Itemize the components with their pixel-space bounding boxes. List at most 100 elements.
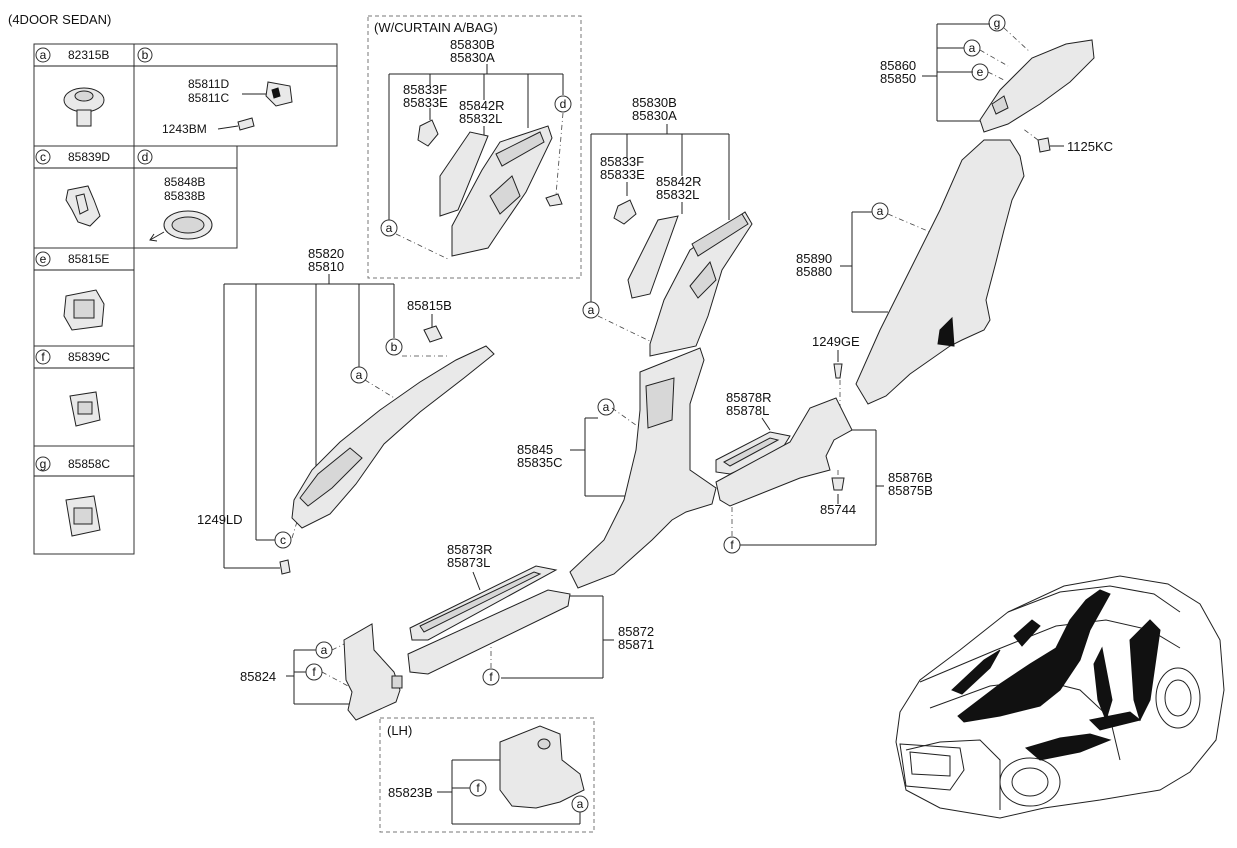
svg-text:f: f xyxy=(41,350,45,364)
curtain-airbag-box xyxy=(367,15,582,279)
svg-text:a: a xyxy=(356,368,363,382)
kick-callouts: a f xyxy=(305,641,333,681)
legend-part-85811C: 85811C xyxy=(188,91,229,105)
label-85845: 85845 xyxy=(517,442,553,457)
label-85890: 85890 xyxy=(796,251,832,266)
svg-text:b: b xyxy=(391,340,398,354)
label-1249GE: 1249GE xyxy=(812,334,860,349)
c-pillar-upper-callouts: g a e xyxy=(963,14,1006,81)
label-85873L: 85873L xyxy=(447,555,490,570)
a-pillar-part xyxy=(279,325,495,575)
sill-parts xyxy=(407,565,571,675)
sill-leaders xyxy=(472,571,614,679)
label-85842R-b: 85842R xyxy=(656,174,702,189)
label-85815B: 85815B xyxy=(407,298,452,313)
label-85830A-b: 85830A xyxy=(632,108,677,123)
b-pillar-leaders xyxy=(590,124,730,347)
label-85832L-a: 85832L xyxy=(459,111,502,126)
label-85842R-a: 85842R xyxy=(459,98,505,113)
legend-row-c: c 85839D xyxy=(35,149,110,165)
clip-b-illustration xyxy=(217,81,293,131)
legend-part-85838B: 85838B xyxy=(164,189,205,203)
rear-step-parts xyxy=(715,397,853,507)
svg-text:a: a xyxy=(877,204,884,218)
svg-text:f: f xyxy=(476,781,480,795)
clip-g-illustration xyxy=(65,495,101,537)
label-85833E-a: 85833E xyxy=(403,95,448,110)
curtain-airbag-title: (W/CURTAIN A/BAG) xyxy=(374,20,498,35)
b-pillar-parts xyxy=(613,199,753,357)
bolt-1125KC xyxy=(1021,127,1064,153)
legend-row-a: a 82315B xyxy=(35,47,109,63)
legend-table xyxy=(33,43,338,555)
a-pillar-leaders xyxy=(223,274,450,569)
c-pillar-lower-leaders xyxy=(840,211,931,313)
legend-row-f: f 85839C xyxy=(35,349,110,365)
label-85833F-a: 85833F xyxy=(403,82,447,97)
kick-panel-part xyxy=(343,623,403,721)
svg-text:e: e xyxy=(977,65,984,79)
label-85830B-b: 85830B xyxy=(632,95,677,110)
label-85872: 85872 xyxy=(618,624,654,639)
svg-text:b: b xyxy=(142,48,149,62)
svg-text:f: f xyxy=(730,538,734,552)
curtain-a-callout: a xyxy=(380,219,398,237)
car-illustration xyxy=(895,575,1225,819)
legend-code-e: 85815E xyxy=(68,252,109,266)
label-85810: 85810 xyxy=(308,259,344,274)
label-85823B: 85823B xyxy=(388,785,433,800)
clip-d-illustration xyxy=(149,210,213,242)
svg-text:f: f xyxy=(312,665,316,679)
label-85820: 85820 xyxy=(308,246,344,261)
legend-part-85848B: 85848B xyxy=(164,175,205,189)
lh-leaders xyxy=(437,759,581,825)
label-85833F-b: 85833F xyxy=(600,154,644,169)
svg-text:a: a xyxy=(321,643,328,657)
label-85873R: 85873R xyxy=(447,542,493,557)
lower-b-pillar-a-callout: a xyxy=(597,398,615,416)
label-85833E-b: 85833E xyxy=(600,167,645,182)
legend-code-c: 85839D xyxy=(68,150,110,164)
label-85860: 85860 xyxy=(880,58,916,73)
svg-text:a: a xyxy=(40,48,47,62)
label-85832L-b: 85832L xyxy=(656,187,699,202)
svg-text:a: a xyxy=(386,221,393,235)
svg-text:d: d xyxy=(560,97,567,111)
svg-text:c: c xyxy=(280,533,286,547)
legend-part-1243BM: 1243BM xyxy=(162,122,207,136)
label-1125KC: 1125KC xyxy=(1067,139,1113,154)
label-85878R: 85878R xyxy=(726,390,772,405)
c-pillar-lower-a-callout: a xyxy=(871,202,889,220)
label-85830A-a: 85830A xyxy=(450,50,495,65)
c-pillar-upper-leaders xyxy=(922,23,1031,122)
clip-a-illustration xyxy=(63,87,105,127)
b-pillar-a-callout: a xyxy=(582,301,600,319)
a-pillar-callouts: b a c xyxy=(274,338,403,549)
sill-f-callout: f xyxy=(482,668,500,686)
svg-text:g: g xyxy=(40,457,47,471)
label-85876B: 85876B xyxy=(888,470,933,485)
label-1249LD: 1249LD xyxy=(197,512,243,527)
clip-e-illustration xyxy=(63,289,105,331)
clip-f-illustration xyxy=(69,391,101,427)
label-85830B-a: 85830B xyxy=(450,37,495,52)
clip-c-illustration xyxy=(65,185,101,227)
label-85880: 85880 xyxy=(796,264,832,279)
lh-callouts: f a xyxy=(469,779,589,813)
legend-code-f: 85839C xyxy=(68,350,110,364)
curtain-leaders xyxy=(388,64,564,261)
label-85850: 85850 xyxy=(880,71,916,86)
label-85878L: 85878L xyxy=(726,403,769,418)
curtain-pillar-parts xyxy=(417,119,563,257)
svg-text:f: f xyxy=(489,670,493,684)
c-pillar-lower-part xyxy=(855,139,1025,405)
svg-text:c: c xyxy=(40,150,46,164)
legend-part-85811D: 85811D xyxy=(188,77,229,91)
lh-title: (LH) xyxy=(387,723,412,738)
svg-text:a: a xyxy=(577,797,584,811)
svg-text:g: g xyxy=(994,16,1001,30)
legend-code-g: 85858C xyxy=(68,457,110,471)
lh-box xyxy=(379,717,595,833)
legend-row-d: d 85848B 85838B xyxy=(137,149,205,203)
